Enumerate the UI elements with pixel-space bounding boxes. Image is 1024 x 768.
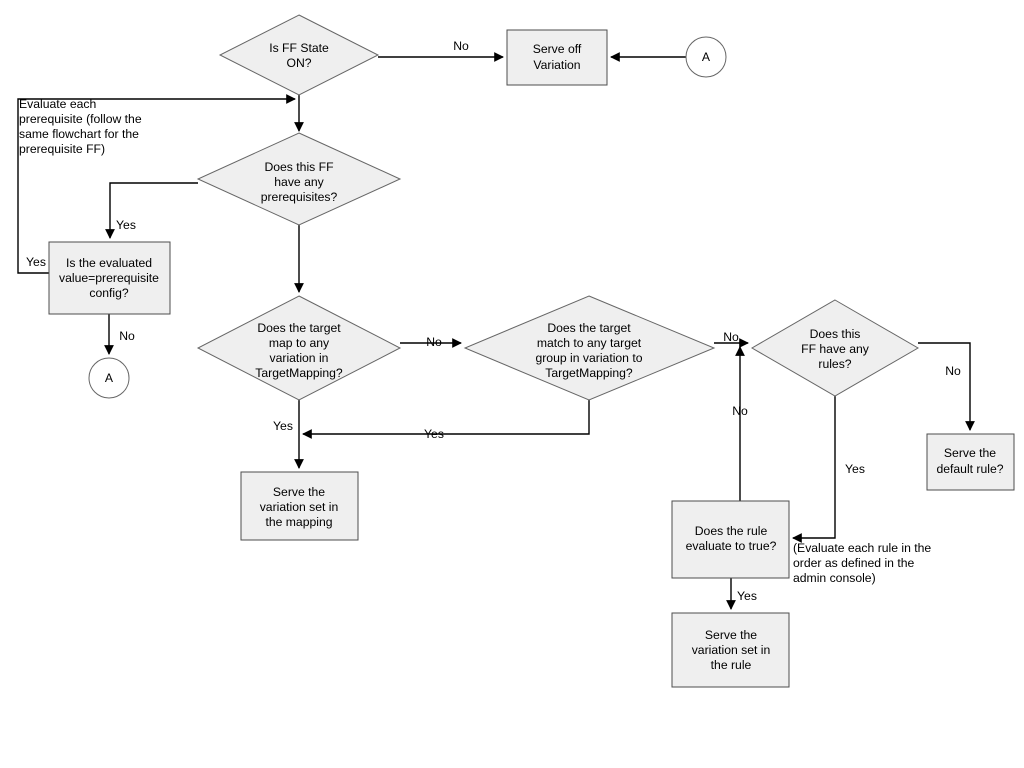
node-connector-a-bottom-label: A	[105, 371, 114, 385]
node-is-ff-state-on[interactable]: Is FF State ON?	[218, 14, 380, 96]
node-connector-a-top-label: A	[702, 50, 711, 64]
edge-label-prereq-value-yes: Yes	[26, 255, 46, 269]
edge-rules-no	[918, 342, 975, 431]
node-rule-evaluates-true-line-2: evaluate to true?	[686, 539, 777, 553]
node-target-group-check-line-2: match to any target	[537, 336, 642, 350]
annotation-prerequisite-note-line-2: prerequisite (follow the	[19, 112, 142, 126]
node-rule-evaluates-true[interactable]: Does the rule evaluate to true?	[671, 500, 790, 579]
node-has-rules-line-1: Does this	[810, 327, 861, 341]
node-rule-evaluates-true-line-1: Does the rule	[695, 524, 768, 538]
annotation-rule-order-note-line-2: order as defined in the	[793, 556, 915, 570]
node-prerequisite-value-check-line-1: Is the evaluated	[66, 256, 152, 270]
edge-label-target-group-no: No	[723, 330, 739, 344]
annotation-rule-order-note: (Evaluate each rule in the order as defi…	[793, 541, 931, 585]
node-has-prerequisites[interactable]: Does this FF have any prerequisites?	[196, 132, 402, 226]
edge-label-rules-no: No	[945, 364, 961, 378]
node-prerequisite-value-check-line-2: value=prerequisite	[59, 271, 159, 285]
annotation-rule-order-note-line-3: admin console)	[793, 571, 876, 585]
node-serve-rule-variation-line-1: Serve the	[705, 628, 757, 642]
node-serve-mapping-variation-line-2: variation set in	[260, 500, 339, 514]
edge-target-group-yes	[302, 400, 590, 439]
node-target-group-check-line-4: TargetMapping?	[545, 366, 633, 380]
node-serve-default-rule-line-1: Serve the	[944, 446, 996, 460]
node-has-prerequisites-line-3: prerequisites?	[261, 190, 338, 204]
edge-label-rules-yes: Yes	[845, 462, 865, 476]
node-serve-rule-variation-line-3: the rule	[711, 658, 752, 672]
node-serve-rule-variation-line-2: variation set in	[692, 643, 771, 657]
node-target-group-check-line-3: group in variation to	[535, 351, 642, 365]
annotation-prerequisite-note: Evaluate each prerequisite (follow the s…	[19, 97, 142, 156]
edge-rules-yes	[792, 396, 836, 543]
node-serve-default-rule-line-2: default rule?	[936, 462, 1003, 476]
node-target-mapping-check-line-4: TargetMapping?	[255, 366, 343, 380]
edge-label-rule-true-no: No	[732, 404, 748, 418]
node-has-rules[interactable]: Does this FF have any rules?	[751, 299, 919, 397]
annotation-prerequisite-note-line-4: prerequisite FF)	[19, 142, 105, 156]
node-target-mapping-check[interactable]: Does the target map to any variation in …	[196, 295, 402, 401]
edge-prereqs-yes	[105, 182, 198, 239]
node-has-rules-line-3: rules?	[818, 357, 851, 371]
node-serve-mapping-variation-line-3: the mapping	[265, 515, 332, 529]
edge-label-target-map-no: No	[426, 335, 442, 349]
node-serve-default-rule[interactable]: Serve the default rule?	[926, 433, 1015, 491]
node-is-ff-state-on-line-2: ON?	[286, 56, 311, 70]
node-serve-off-variation-line-1: Serve off	[533, 42, 582, 56]
node-has-prerequisites-line-1: Does this FF	[264, 160, 333, 174]
node-serve-off-variation-line-2: Variation	[533, 58, 580, 72]
annotation-rule-order-note-line-1: (Evaluate each rule in the	[793, 541, 931, 555]
node-connector-a-bottom[interactable]: A	[88, 357, 130, 399]
annotation-prerequisite-note-line-1: Evaluate each	[19, 97, 96, 111]
node-serve-mapping-variation-line-1: Serve the	[273, 485, 325, 499]
edge-label-rule-true-yes: Yes	[737, 589, 757, 603]
edge-prereq-value-yes-loop	[17, 94, 296, 274]
node-target-mapping-check-line-3: variation in	[270, 351, 329, 365]
node-target-mapping-check-line-1: Does the target	[257, 321, 341, 335]
node-connector-a-top[interactable]: A	[685, 36, 727, 78]
edge-label-target-map-yes: Yes	[273, 419, 293, 433]
node-prerequisite-value-check-line-3: config?	[89, 286, 129, 300]
node-serve-rule-variation[interactable]: Serve the variation set in the rule	[671, 612, 790, 688]
node-serve-off-variation[interactable]: Serve off Variation	[506, 29, 608, 86]
node-prerequisite-value-check[interactable]: Is the evaluated value=prerequisite conf…	[48, 241, 171, 315]
edge-label-target-group-yes: Yes	[424, 427, 444, 441]
node-serve-mapping-variation[interactable]: Serve the variation set in the mapping	[240, 471, 359, 541]
edge-label-ff-state-no: No	[453, 39, 469, 53]
edge-label-prereqs-yes: Yes	[116, 218, 136, 232]
annotation-prerequisite-note-line-3: same flowchart for the	[19, 127, 139, 141]
edge-label-prereq-value-no: No	[119, 329, 135, 343]
node-has-prerequisites-line-2: have any	[274, 175, 324, 189]
node-has-rules-line-2: FF have any	[801, 342, 870, 356]
node-target-group-check[interactable]: Does the target match to any target grou…	[463, 295, 716, 401]
node-target-group-check-line-1: Does the target	[547, 321, 631, 335]
node-is-ff-state-on-line-1: Is FF State	[269, 41, 329, 55]
node-target-mapping-check-line-2: map to any	[269, 336, 330, 350]
